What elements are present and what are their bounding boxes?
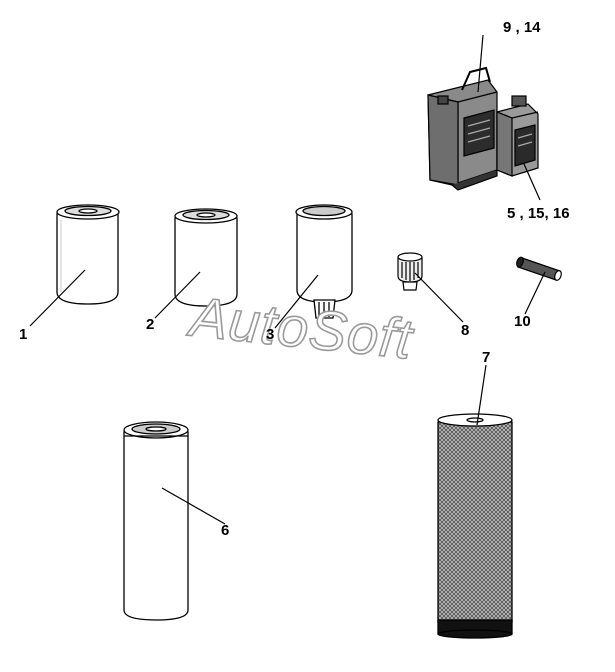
callout-7: 7 bbox=[482, 349, 490, 366]
watermark-text: AutoSoft bbox=[185, 284, 418, 370]
callout-10: 10 bbox=[514, 313, 531, 330]
filter-part-3 bbox=[295, 204, 353, 319]
filter-part-2 bbox=[174, 208, 238, 307]
filter-part-1 bbox=[56, 204, 120, 305]
breather-part-8 bbox=[397, 252, 423, 291]
callout-labels: 1 2 3 5 , 15, 16 6 7 8 9 , 14 10 bbox=[19, 19, 570, 539]
callout-9-14: 9 , 14 bbox=[503, 19, 541, 36]
callout-3: 3 bbox=[266, 326, 274, 343]
callout-5-15-16: 5 , 15, 16 bbox=[507, 205, 570, 222]
air-filter-part-7 bbox=[437, 413, 513, 639]
leader-lines bbox=[29, 34, 546, 525]
cartridge-part-6 bbox=[123, 421, 189, 621]
callout-6: 6 bbox=[221, 522, 229, 539]
oil-canisters bbox=[427, 66, 539, 191]
callout-8: 8 bbox=[461, 322, 469, 339]
callout-2: 2 bbox=[146, 316, 154, 333]
pin-part-10 bbox=[516, 256, 562, 281]
callout-1: 1 bbox=[19, 326, 27, 343]
